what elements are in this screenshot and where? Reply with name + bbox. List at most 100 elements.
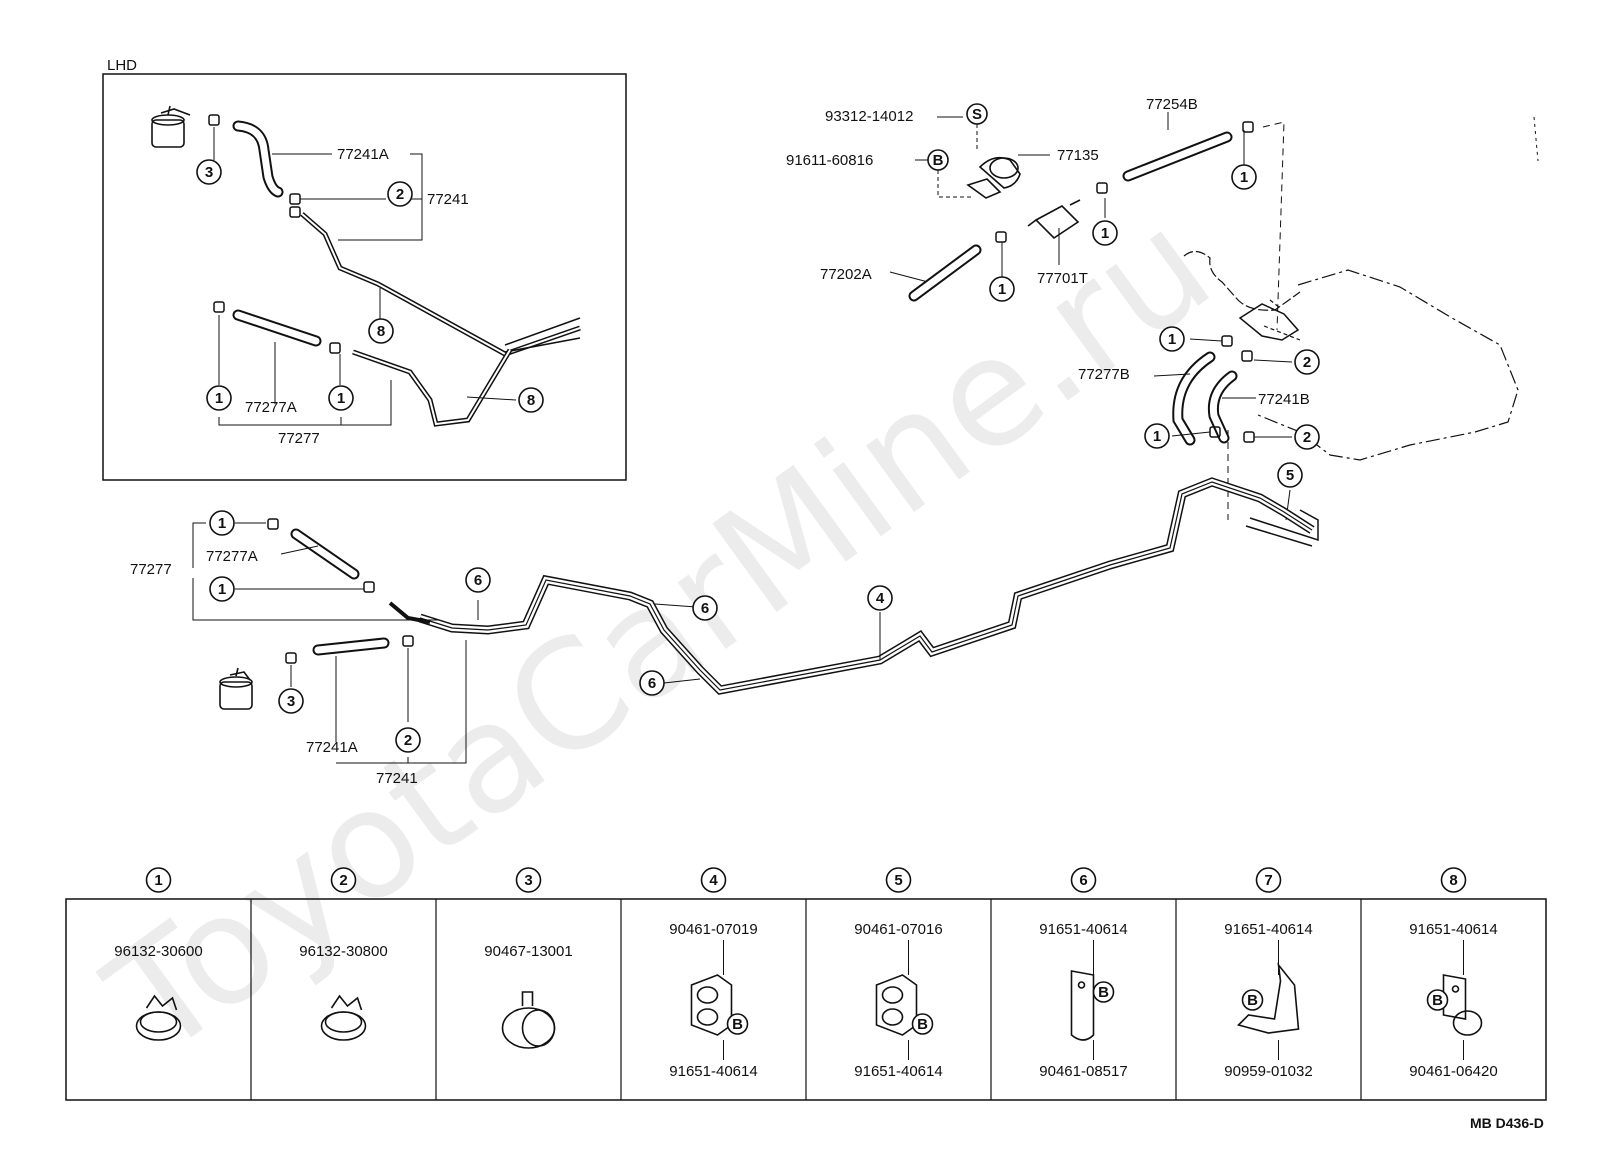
svg-text:6: 6 bbox=[701, 600, 709, 617]
svg-text:6: 6 bbox=[648, 675, 656, 692]
svg-text:2: 2 bbox=[1303, 429, 1311, 446]
legend-number-2: 2 bbox=[330, 867, 357, 893]
callout-2: 2 bbox=[387, 181, 413, 207]
callout-2: 2 bbox=[1294, 424, 1320, 450]
callout-2: 2 bbox=[1294, 349, 1320, 375]
svg-text:4: 4 bbox=[709, 872, 718, 889]
main-left-hoses: 77277 77277A 77241A 77241 bbox=[130, 518, 881, 787]
single-pipe-clamp-icon bbox=[1442, 974, 1483, 1036]
clamp-ring bbox=[1241, 350, 1253, 362]
svg-text:8: 8 bbox=[527, 392, 535, 409]
svg-text:2: 2 bbox=[1303, 354, 1311, 371]
b-badge: B bbox=[1092, 981, 1115, 1003]
legend-part-number: 90467-13001 bbox=[484, 943, 572, 960]
svg-text:5: 5 bbox=[1286, 467, 1294, 484]
part-label-77701t: 77701T bbox=[1037, 270, 1088, 287]
legend-number-3: 3 bbox=[515, 867, 542, 893]
main-fuel-pipes bbox=[418, 477, 1319, 695]
callout-3: 3 bbox=[278, 688, 304, 714]
clamp-ring bbox=[995, 231, 1007, 243]
svg-text:S: S bbox=[972, 106, 982, 123]
inset-frame bbox=[102, 73, 627, 481]
svg-text:1: 1 bbox=[1153, 428, 1161, 445]
svg-text:7: 7 bbox=[1264, 872, 1272, 889]
callout-5: 5 bbox=[1277, 462, 1303, 488]
fuel-filter-icon bbox=[151, 105, 191, 148]
part-label-91611-60816: 91611-60816 bbox=[786, 152, 873, 169]
fuel-filter-icon bbox=[219, 667, 253, 710]
svg-text:5: 5 bbox=[894, 872, 902, 889]
part-label-77241a: 77241A bbox=[337, 146, 389, 163]
part-label-77241: 77241 bbox=[427, 191, 469, 208]
drawing-code: MB D436-D bbox=[1470, 1115, 1544, 1131]
b-badge: B bbox=[927, 149, 949, 171]
svg-text:1: 1 bbox=[215, 390, 223, 407]
svg-text:1: 1 bbox=[1168, 331, 1176, 348]
legend-number-8: 8 bbox=[1440, 867, 1467, 893]
callout-6: 6 bbox=[639, 670, 665, 696]
svg-text:B: B bbox=[732, 1016, 743, 1033]
legend-part-number: 91651-40614 bbox=[1409, 921, 1497, 938]
callout-4: 4 bbox=[867, 585, 893, 611]
tank-hoses: 77277B 77241B bbox=[1078, 335, 1310, 521]
svg-text:8: 8 bbox=[1449, 872, 1457, 889]
tank-leaders bbox=[1153, 338, 1293, 521]
part-label-77241: 77241 bbox=[376, 770, 418, 787]
svg-text:3: 3 bbox=[524, 872, 532, 889]
callout-1: 1 bbox=[206, 385, 232, 411]
double-pipe-clamp-icon bbox=[690, 974, 733, 1036]
svg-text:3: 3 bbox=[287, 693, 295, 710]
legend-cell-3: 3 90467-13001 bbox=[484, 867, 573, 1049]
clamp-ring bbox=[1243, 431, 1255, 443]
inset-title: LHD bbox=[107, 57, 137, 74]
filter-group: 93312-14012 91611-60816 77135 77254B 772… bbox=[786, 96, 1539, 331]
legend-part-number: 91651-40614 bbox=[1224, 921, 1312, 938]
part-label-77241a: 77241A bbox=[306, 739, 358, 756]
clamp-legend: 196132-30600296132-30800390467-130014904… bbox=[65, 867, 1547, 1101]
callout-3: 3 bbox=[196, 159, 222, 185]
svg-text:8: 8 bbox=[377, 323, 385, 340]
b-badge: B bbox=[1241, 989, 1264, 1011]
filter-clamp-icon bbox=[501, 991, 556, 1049]
legend-number-4: 4 bbox=[700, 867, 727, 893]
svg-text:6: 6 bbox=[474, 572, 482, 589]
callout-2: 2 bbox=[395, 727, 421, 753]
svg-text:2: 2 bbox=[339, 872, 347, 889]
callout-6: 6 bbox=[465, 567, 491, 593]
legend-part-number: 91651-40614 bbox=[854, 1063, 942, 1080]
clamp-ring bbox=[1242, 121, 1254, 133]
lhd-inset: LHD bbox=[102, 57, 627, 481]
legend-part-number: 96132-30600 bbox=[114, 943, 202, 960]
clamp-ring bbox=[208, 114, 220, 126]
main-leaders bbox=[192, 522, 881, 764]
callout-1: 1 bbox=[1144, 423, 1170, 449]
legend-part-number: 90461-08517 bbox=[1039, 1063, 1127, 1080]
svg-text:4: 4 bbox=[876, 590, 885, 607]
svg-text:1: 1 bbox=[218, 581, 226, 598]
svg-text:1: 1 bbox=[337, 390, 345, 407]
double-pipe-clamp-icon bbox=[875, 974, 918, 1036]
b-badge: B bbox=[726, 1013, 749, 1035]
callout-8: 8 bbox=[368, 318, 394, 344]
part-label-93312-14012: 93312-14012 bbox=[825, 108, 913, 125]
part-label-77254b: 77254B bbox=[1146, 96, 1198, 113]
svg-text:2: 2 bbox=[404, 732, 412, 749]
callout-1: 1 bbox=[1159, 326, 1185, 352]
legend-number-6: 6 bbox=[1070, 867, 1097, 893]
legend-number-5: 5 bbox=[885, 867, 912, 893]
callout-8: 8 bbox=[518, 387, 544, 413]
svg-text:B: B bbox=[917, 1016, 928, 1033]
pipe-bundle bbox=[504, 317, 581, 353]
b-badge: B bbox=[1426, 989, 1449, 1011]
filter-bracket-icon bbox=[966, 156, 1021, 199]
clamp-ring bbox=[289, 206, 301, 218]
callout-1: 1 bbox=[209, 576, 235, 602]
s-badge: S bbox=[966, 103, 988, 125]
